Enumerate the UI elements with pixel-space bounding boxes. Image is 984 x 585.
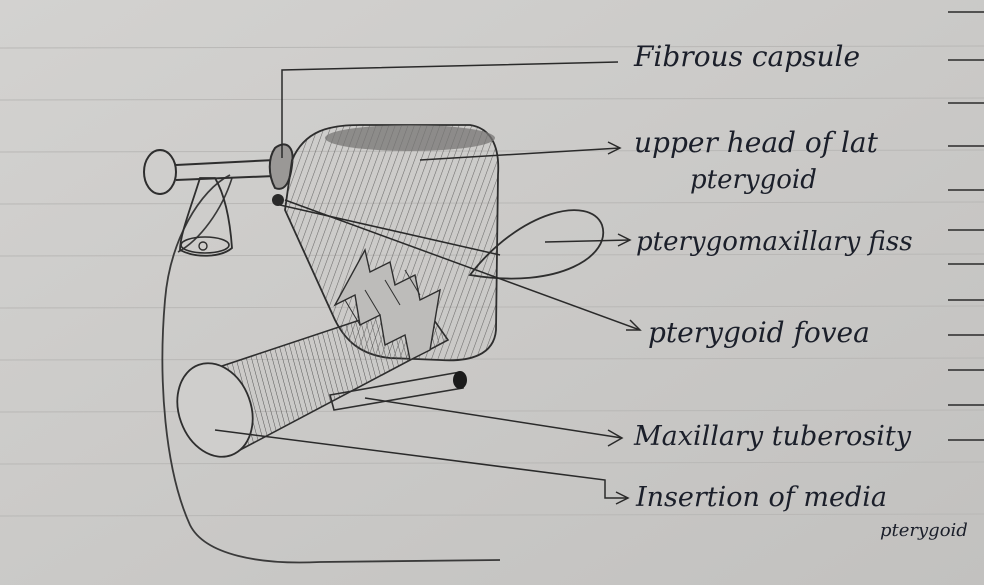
- label-fibrous-capsule: Fibrous capsule: [633, 40, 860, 73]
- label-insertion-line1: Insertion of media: [635, 482, 887, 513]
- label-pterygoid-fovea: pterygoid fovea: [648, 316, 870, 349]
- upper-head-top-shade: [325, 125, 495, 151]
- label-insertion-line2: pterygoid: [880, 520, 968, 541]
- label-upper-head-line2: pterygoid: [690, 165, 817, 195]
- label-maxillary-tuberosity: Maxillary tuberosity: [633, 421, 912, 452]
- label-upper-head-line1: upper head of lat: [634, 126, 879, 159]
- label-pterygomaxillary: pterygomaxillary fiss: [636, 227, 913, 257]
